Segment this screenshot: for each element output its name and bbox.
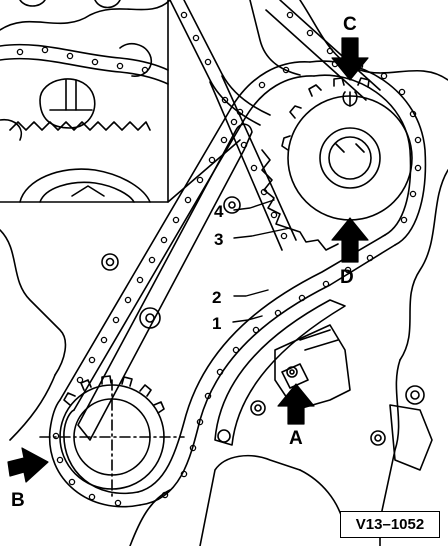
arrow-a-icon [277,383,315,425]
sprocket-teeth-detail [261,149,339,251]
callout-1: 1 [212,314,221,333]
callout-3: 3 [214,230,223,249]
callout-2: 2 [212,288,221,307]
arrow-d-icon [331,217,369,263]
chain-tensioner [274,324,351,411]
timing-chain [16,0,427,508]
inset-detail-panel [0,0,241,203]
arrow-b-icon [7,447,49,483]
camshaft-sprocket [281,77,413,221]
reference-code: V13–1052 [340,511,440,538]
arrow-a-label: A [289,428,303,449]
chain-top-left [0,43,169,85]
callout-4: 4 [214,202,224,221]
guide-rail [214,299,346,446]
crankshaft-sprocket [39,375,185,501]
arrow-d-label: D [340,267,354,288]
leader-lines [232,199,291,323]
arrow-c-icon [331,37,369,81]
arrow-c-label: C [343,14,357,35]
arrow-b-label: B [11,490,25,511]
